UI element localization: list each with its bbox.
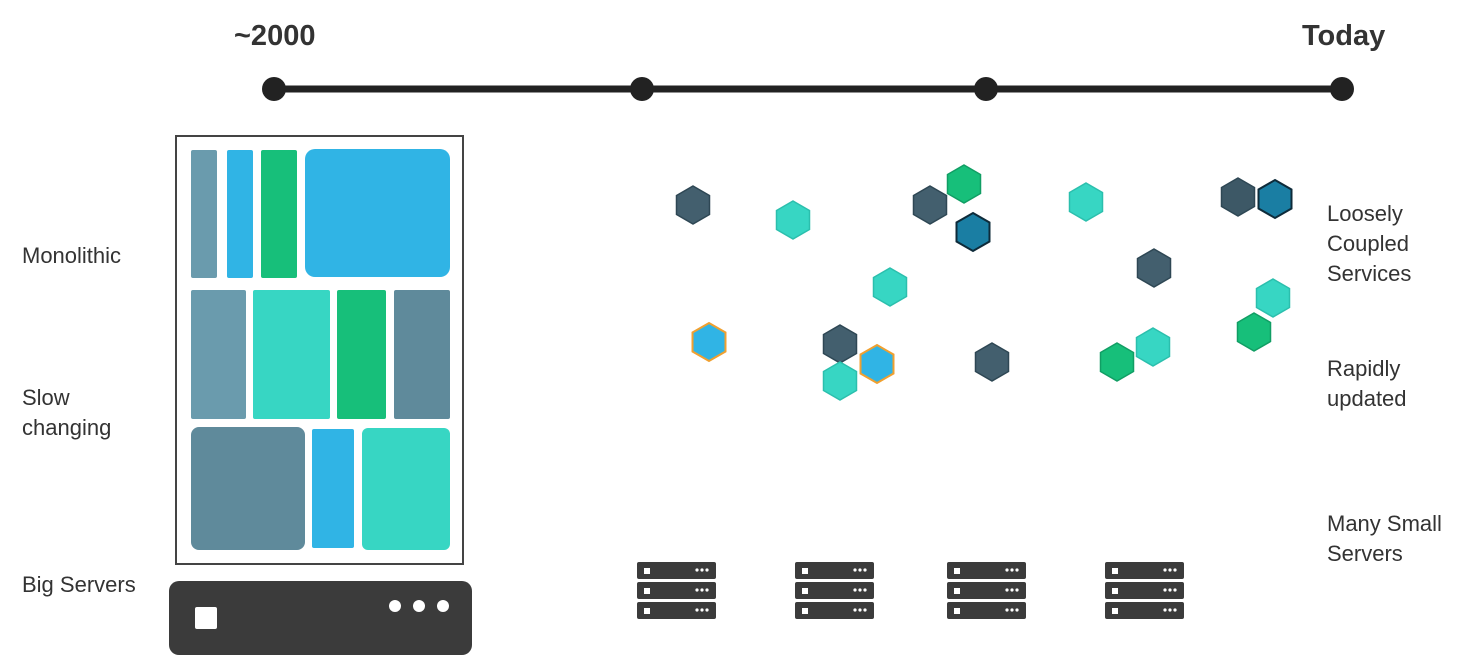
- hexagon-icon: [691, 322, 727, 362]
- hexagon-icon: [1220, 177, 1256, 217]
- hexagon-icon: [1255, 278, 1291, 318]
- monolith-block: [394, 290, 450, 419]
- monolith-block: [253, 290, 330, 419]
- hexagon-icon: [872, 267, 908, 307]
- hexagon-icon: [1236, 312, 1272, 352]
- label-monolithic: Monolithic: [22, 243, 122, 268]
- hexagon-icon: [675, 185, 711, 225]
- label-many-small: Many Small: [1327, 511, 1442, 536]
- hexagon-icon: [859, 344, 895, 384]
- hexagon-icon: [1136, 248, 1172, 288]
- monolith-block: [362, 428, 450, 550]
- monolith-block: [337, 290, 386, 419]
- timeline-start-label: ~2000: [234, 20, 316, 52]
- timeline-point-3: [974, 77, 998, 101]
- hexagon-icon: [822, 361, 858, 401]
- timeline-point-1: [262, 77, 286, 101]
- timeline-end-label: Today: [1302, 20, 1386, 52]
- server-stack-icon: [637, 562, 716, 619]
- server-stack-icon: [795, 562, 874, 619]
- timeline-point-4: [1330, 77, 1354, 101]
- hexagon-icon: [1099, 342, 1135, 382]
- hexagon-icon: [775, 200, 811, 240]
- monolith-block: [191, 290, 246, 419]
- label-rapidly: Rapidly: [1327, 356, 1401, 381]
- hexagon-icon: [1135, 327, 1171, 367]
- monolith-block: [305, 149, 450, 277]
- monolith-block: [261, 150, 297, 278]
- monolith-block: [312, 429, 354, 548]
- label-slow: Slow: [22, 385, 70, 410]
- label-changing: changing: [22, 415, 112, 440]
- label-services: Services: [1327, 261, 1412, 286]
- hexagon-icon: [822, 324, 858, 364]
- label-servers: Servers: [1327, 541, 1403, 566]
- server-rack-icon: [169, 581, 472, 655]
- timeline-point-2: [630, 77, 654, 101]
- monolith-block: [191, 427, 305, 550]
- label-updated: updated: [1327, 386, 1407, 411]
- hexagon-icon: [1257, 179, 1293, 219]
- label-big-servers: Big Servers: [22, 572, 136, 597]
- hexagon-icon: [974, 342, 1010, 382]
- hexagon-icon: [955, 212, 991, 252]
- label-coupled: Coupled: [1327, 231, 1409, 256]
- label-loosely: Loosely: [1327, 201, 1403, 226]
- server-stack-icon: [947, 562, 1026, 619]
- hexagon-icon: [912, 185, 948, 225]
- monolith-block: [191, 150, 217, 278]
- server-stack-icon: [1105, 562, 1184, 619]
- hexagon-icon: [946, 164, 982, 204]
- monolith-block: [227, 150, 253, 278]
- hexagon-icon: [1068, 182, 1104, 222]
